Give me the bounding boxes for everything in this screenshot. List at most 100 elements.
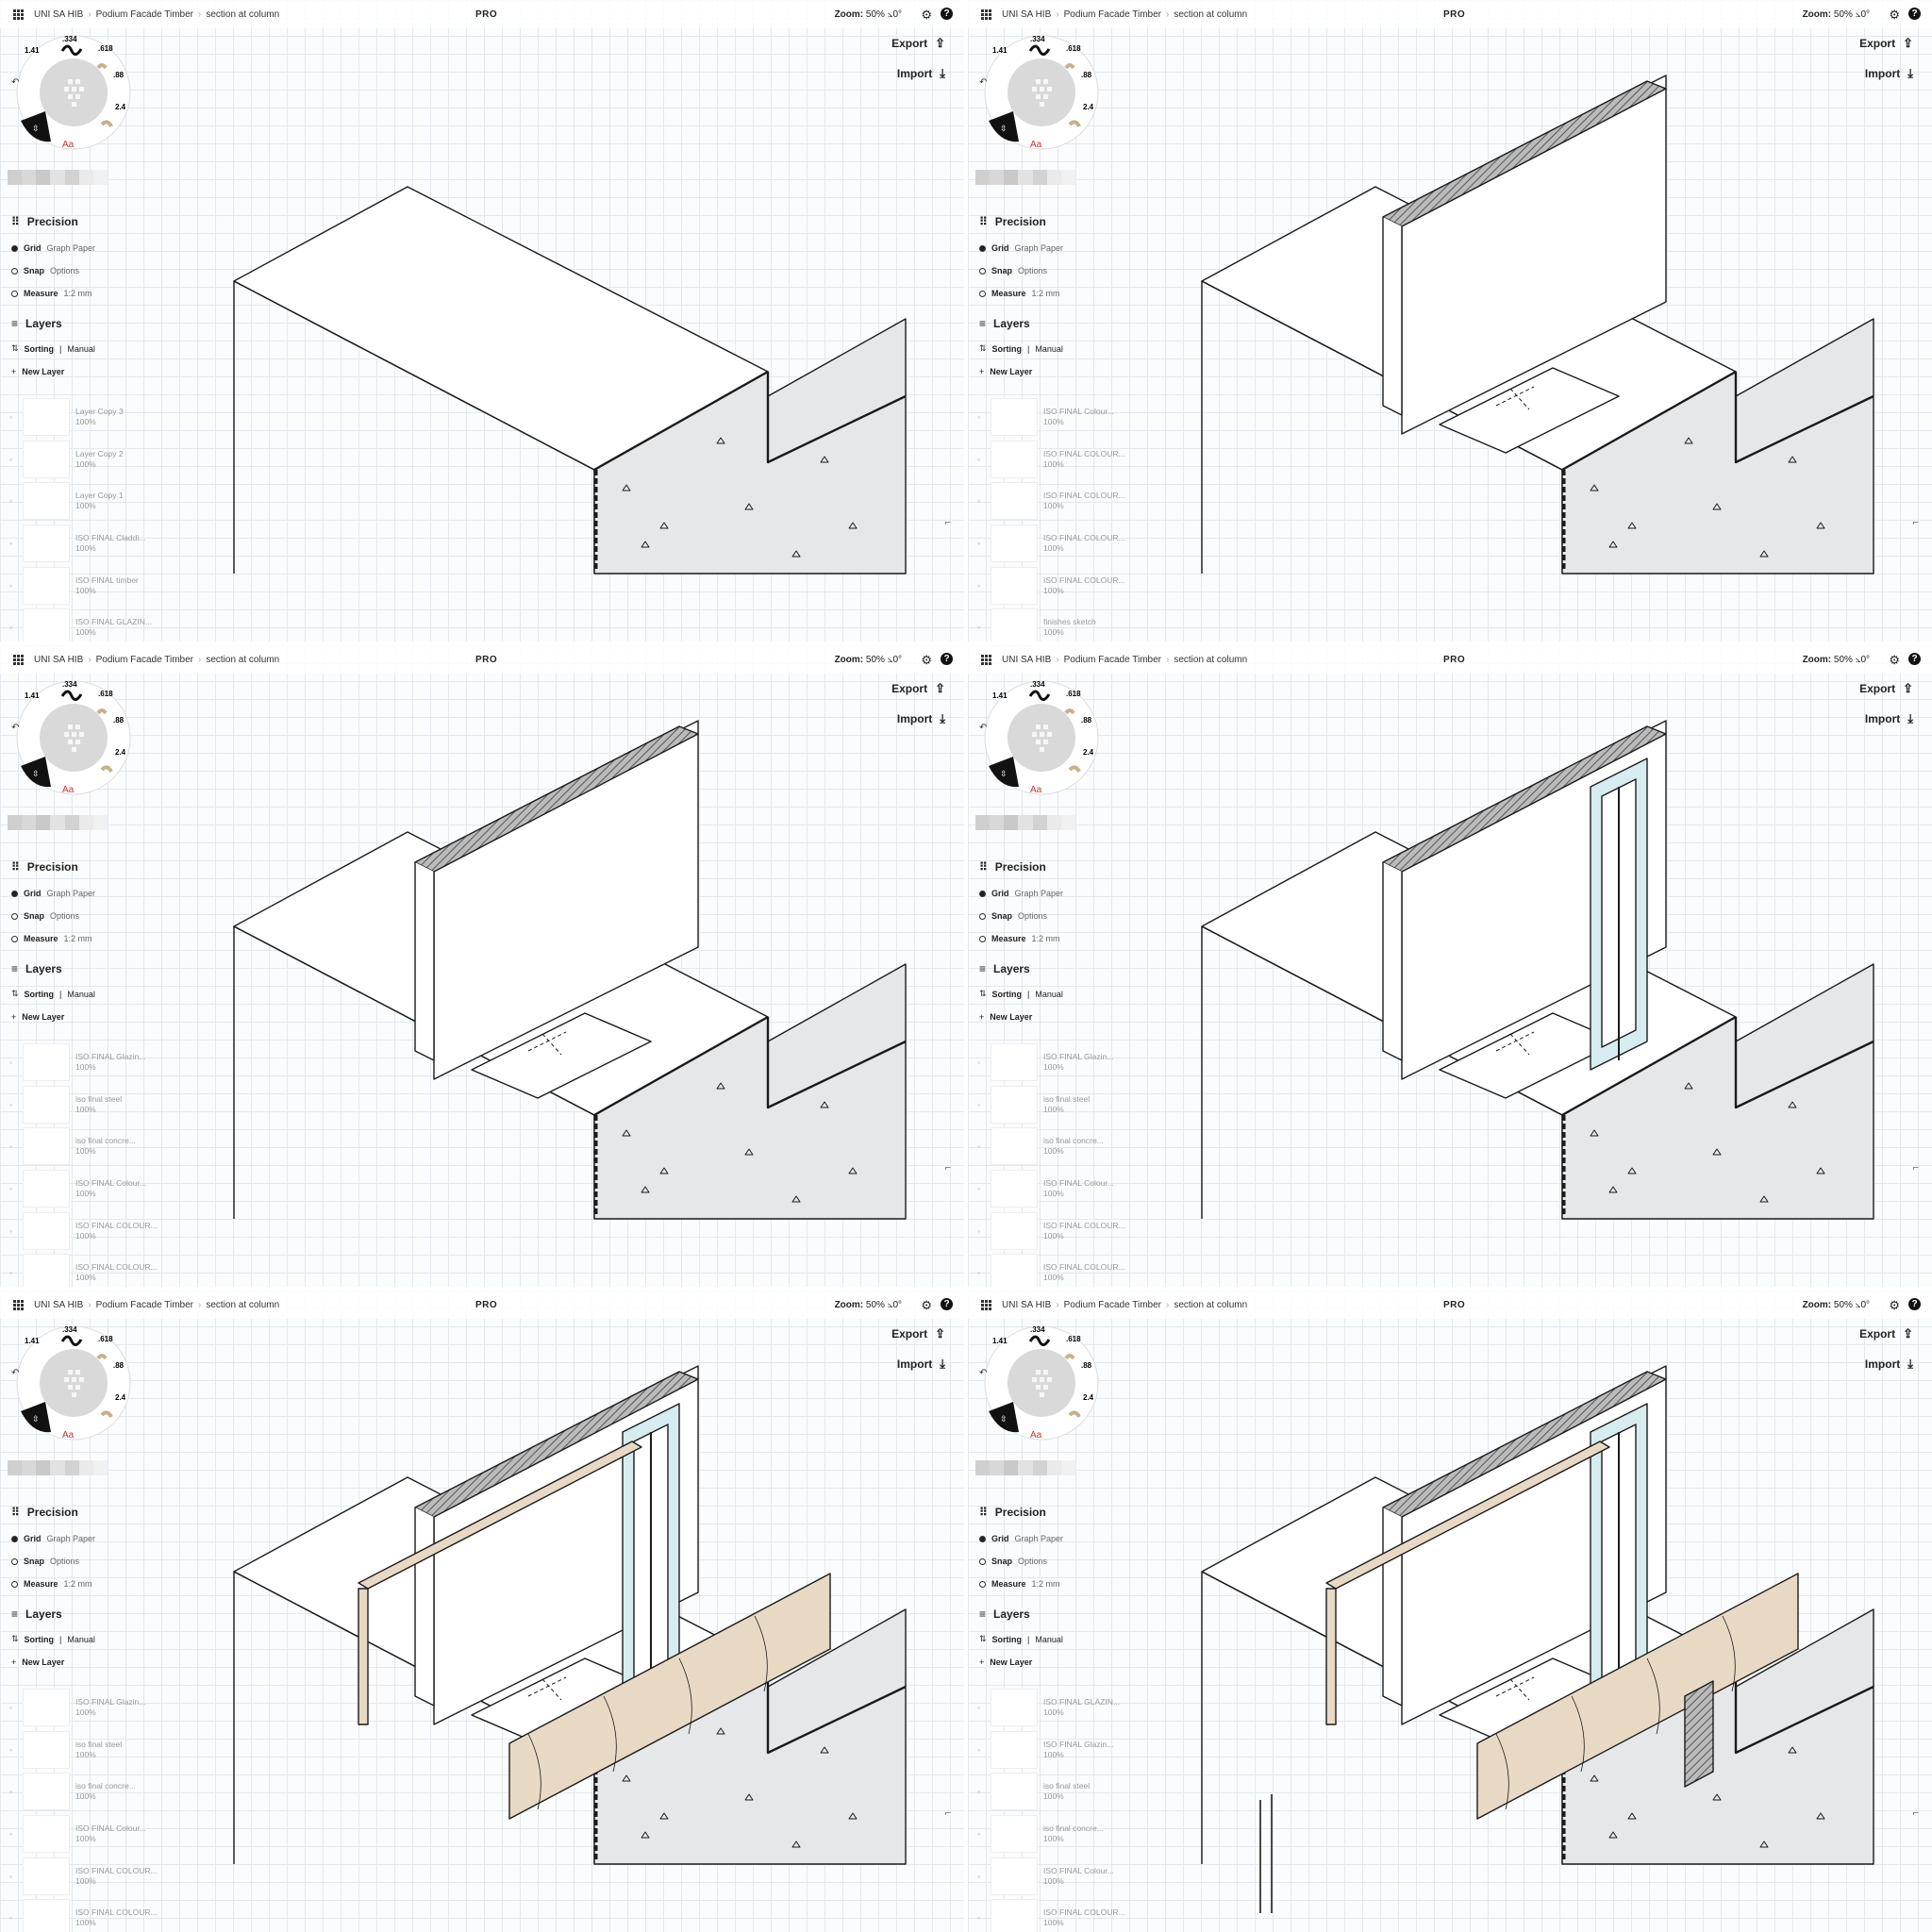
layer-row[interactable]: ◦ISO FINAL Glazin...100%: [977, 1729, 1138, 1772]
text-tool-icon[interactable]: Aa: [62, 785, 75, 795]
undo-icon[interactable]: ↶: [979, 1368, 987, 1378]
color-well[interactable]: [40, 58, 108, 126]
marker-tool-icon[interactable]: [96, 1354, 108, 1360]
eraser-tool-icon[interactable]: [989, 111, 1019, 142]
sidebar-handle-icon[interactable]: ⌐: [1912, 517, 1919, 528]
layer-row[interactable]: ◦ISO FINAL COLOUR...100%: [977, 480, 1138, 523]
layer-row[interactable]: ◦ISO FINAL Colour...100%: [977, 396, 1138, 439]
visibility-eye-icon[interactable]: ◦: [977, 1829, 981, 1840]
help-icon[interactable]: ?: [1908, 653, 1921, 665]
visibility-eye-icon[interactable]: ◦: [9, 1141, 13, 1152]
layer-row[interactable]: ◦ISO FINAL COLOUR...100%: [977, 523, 1138, 565]
import-button[interactable]: Import⤓: [1865, 711, 1913, 726]
pen-tool-icon[interactable]: [60, 690, 83, 701]
sorting-option[interactable]: ⇅Sorting|Manual: [979, 989, 1140, 999]
marker-tool-icon[interactable]: [1064, 708, 1075, 715]
visibility-eye-icon[interactable]: ◦: [9, 1225, 13, 1236]
undo-icon[interactable]: ↶: [979, 723, 987, 733]
layer-row[interactable]: ◦ISO FINAL COLOUR...100%: [9, 1855, 170, 1897]
text-tool-icon[interactable]: Aa: [62, 140, 75, 150]
breadcrumb-project[interactable]: UNI SA HIB: [34, 9, 84, 20]
marker-tool-icon[interactable]: [96, 63, 108, 70]
sorting-option[interactable]: ⇅Sorting|Manual: [11, 1634, 172, 1644]
import-button[interactable]: Import⤓: [897, 66, 945, 81]
import-button[interactable]: Import⤓: [897, 711, 945, 726]
layer-row[interactable]: ◦ISO FINAL Glazin...100%: [977, 1041, 1138, 1084]
visibility-eye-icon[interactable]: ◦: [977, 1744, 981, 1755]
visibility-eye-icon[interactable]: ◦: [977, 1787, 981, 1797]
fill-tool-icon[interactable]: [100, 120, 113, 127]
eraser-tool-icon[interactable]: [21, 757, 51, 788]
fill-tool-icon[interactable]: [100, 1410, 113, 1418]
breadcrumb-gallery[interactable]: Podium Facade Timber: [95, 9, 193, 20]
layer-row[interactable]: ◦iso final concre...100%: [977, 1125, 1138, 1168]
eraser-tool-icon[interactable]: [21, 1402, 51, 1433]
zoom-indicator[interactable]: Zoom: 50% ⦣0°: [835, 655, 902, 665]
marker-tool-icon[interactable]: [96, 708, 108, 715]
fill-tool-icon[interactable]: [100, 765, 113, 773]
gear-icon[interactable]: ⚙: [1889, 8, 1900, 22]
precision-header[interactable]: ⠿Precision: [11, 215, 172, 228]
color-well[interactable]: [1008, 58, 1075, 126]
text-tool-icon[interactable]: Aa: [1030, 785, 1042, 795]
apps-grid-icon[interactable]: [981, 9, 991, 20]
visibility-eye-icon[interactable]: ◦: [9, 1099, 13, 1109]
pen-tool-icon[interactable]: [60, 1335, 83, 1346]
visibility-eye-icon[interactable]: ◦: [9, 1268, 13, 1278]
layer-row[interactable]: ◦ISO FINAL COLOUR...100%: [977, 564, 1138, 607]
visibility-eye-icon[interactable]: ◦: [9, 1787, 13, 1797]
undo-icon[interactable]: ↶: [979, 77, 987, 88]
zoom-indicator[interactable]: Zoom: 50% ⦣0°: [1803, 655, 1870, 665]
apps-grid-icon[interactable]: [981, 655, 991, 665]
layer-row[interactable]: ◦ISO FINAL COLOUR...100%: [9, 1897, 170, 1932]
layer-row[interactable]: ◦ISO FINAL COLOUR...100%: [977, 1252, 1138, 1287]
import-button[interactable]: Import⤓: [1865, 66, 1913, 81]
apps-grid-icon[interactable]: [13, 1300, 24, 1310]
color-history[interactable]: [975, 1460, 1075, 1475]
breadcrumb-drawing[interactable]: section at column: [206, 9, 280, 20]
layer-row[interactable]: ◦ISO FINAL COLOUR...100%: [9, 1209, 170, 1252]
visibility-eye-icon[interactable]: ◦: [977, 1058, 981, 1068]
fill-tool-icon[interactable]: [1068, 120, 1081, 127]
help-icon[interactable]: ?: [1908, 1298, 1921, 1310]
breadcrumb-project[interactable]: UNI SA HIB: [34, 1300, 84, 1310]
layer-row[interactable]: ◦ISO FINAL COLOUR...100%: [9, 1252, 170, 1287]
gear-icon[interactable]: ⚙: [1889, 653, 1900, 667]
fill-tool-icon[interactable]: [1068, 765, 1081, 773]
export-button[interactable]: Export⇪: [891, 681, 945, 696]
undo-icon[interactable]: ↶: [11, 77, 19, 88]
zoom-indicator[interactable]: Zoom: 50% ⦣0°: [1803, 9, 1870, 20]
layer-row[interactable]: ◦ISO FINAL Claddi...100%: [9, 523, 170, 565]
tool-wheel[interactable]: ⇳ Aa ↶ .334 .618 .88 2.4 1.41: [8, 30, 132, 155]
breadcrumb-gallery[interactable]: Podium Facade Timber: [95, 1300, 193, 1310]
visibility-eye-icon[interactable]: ◦: [9, 623, 13, 633]
layer-row[interactable]: ◦ISO FINAL Colour...100%: [9, 1168, 170, 1210]
marker-tool-icon[interactable]: [1064, 1354, 1075, 1360]
visibility-eye-icon[interactable]: ◦: [9, 1913, 13, 1924]
breadcrumb-drawing[interactable]: section at column: [206, 655, 280, 665]
color-well[interactable]: [40, 704, 108, 772]
undo-icon[interactable]: ↶: [11, 1368, 19, 1378]
layers-header[interactable]: ≡Layers: [11, 317, 172, 330]
breadcrumb-drawing[interactable]: section at column: [1174, 9, 1248, 20]
eraser-tool-icon[interactable]: [21, 111, 51, 142]
color-well[interactable]: [40, 1349, 108, 1417]
sidebar-handle-icon[interactable]: ⌐: [944, 1162, 951, 1174]
canvas-drawing[interactable]: [968, 1291, 1932, 1932]
gear-icon[interactable]: ⚙: [921, 1298, 932, 1312]
pen-tool-icon[interactable]: [1028, 690, 1051, 701]
precision-header[interactable]: ⠿Precision: [11, 860, 172, 874]
visibility-eye-icon[interactable]: ◦: [9, 1744, 13, 1755]
